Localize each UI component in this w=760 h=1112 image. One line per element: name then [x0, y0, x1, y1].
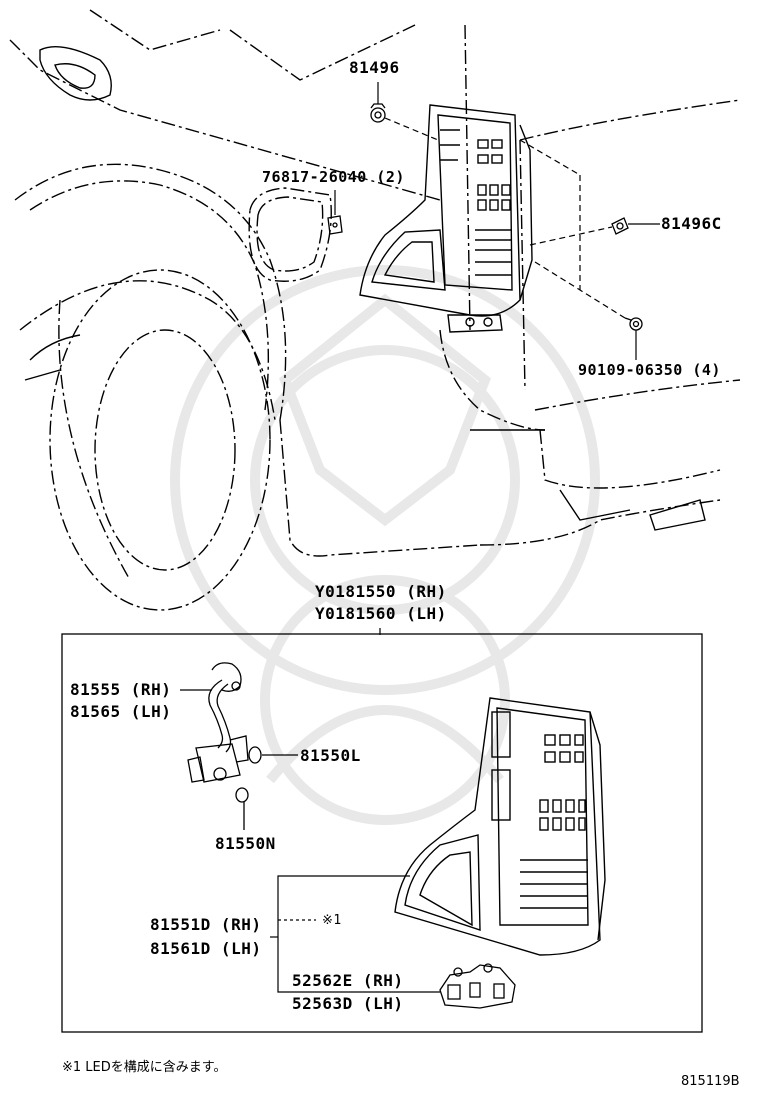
screw-90109	[624, 317, 643, 331]
callout-bracket-lh: 52563D (LH)	[292, 994, 404, 1013]
callout-bracket-rh: 52562E (RH)	[292, 971, 404, 990]
drawing-number: 815119B	[681, 1074, 740, 1089]
tail-lamp-installed	[359, 104, 533, 333]
socket-wire-81555	[187, 662, 249, 783]
callout-assembly-rh: Y0181550 (RH)	[315, 582, 447, 601]
callout-lens-lh: 81561D (LH)	[150, 939, 262, 958]
footnote: ※1 LEDを構成に含みます。	[62, 1060, 227, 1075]
bracket-52562E	[439, 963, 516, 1009]
callout-screw-90109: 90109-06350 (4)	[578, 361, 721, 379]
callout-bulb-81550L: 81550L	[300, 746, 361, 765]
callout-note-ref: ※1	[322, 913, 342, 928]
vehicle-rear-quarter	[9, 9, 741, 611]
leader-lines-upper	[334, 82, 660, 635]
leader-lines-box	[270, 875, 440, 993]
callout-assembly-lh: Y0181560 (LH)	[315, 604, 447, 623]
tail-lamp-assembly	[394, 697, 606, 956]
assembly-box	[61, 633, 703, 1033]
callout-lens-rh: 81551D (RH)	[150, 915, 262, 934]
callout-plate-76817: 76817-26040 (2)	[262, 168, 405, 186]
bulb-81550N	[235, 787, 249, 830]
clip-81496C	[611, 217, 629, 235]
callout-bulb-81550N: 81550N	[215, 834, 276, 853]
clip-81496	[370, 103, 386, 123]
callout-clip-81496: 81496	[349, 58, 400, 77]
plate-76817	[327, 215, 343, 235]
bulb-81550L	[248, 746, 298, 764]
callout-socket-lh: 81565 (LH)	[70, 702, 172, 721]
callout-clip-81496C: 81496C	[661, 214, 722, 233]
callout-socket-rh: 81555 (RH)	[70, 680, 172, 699]
